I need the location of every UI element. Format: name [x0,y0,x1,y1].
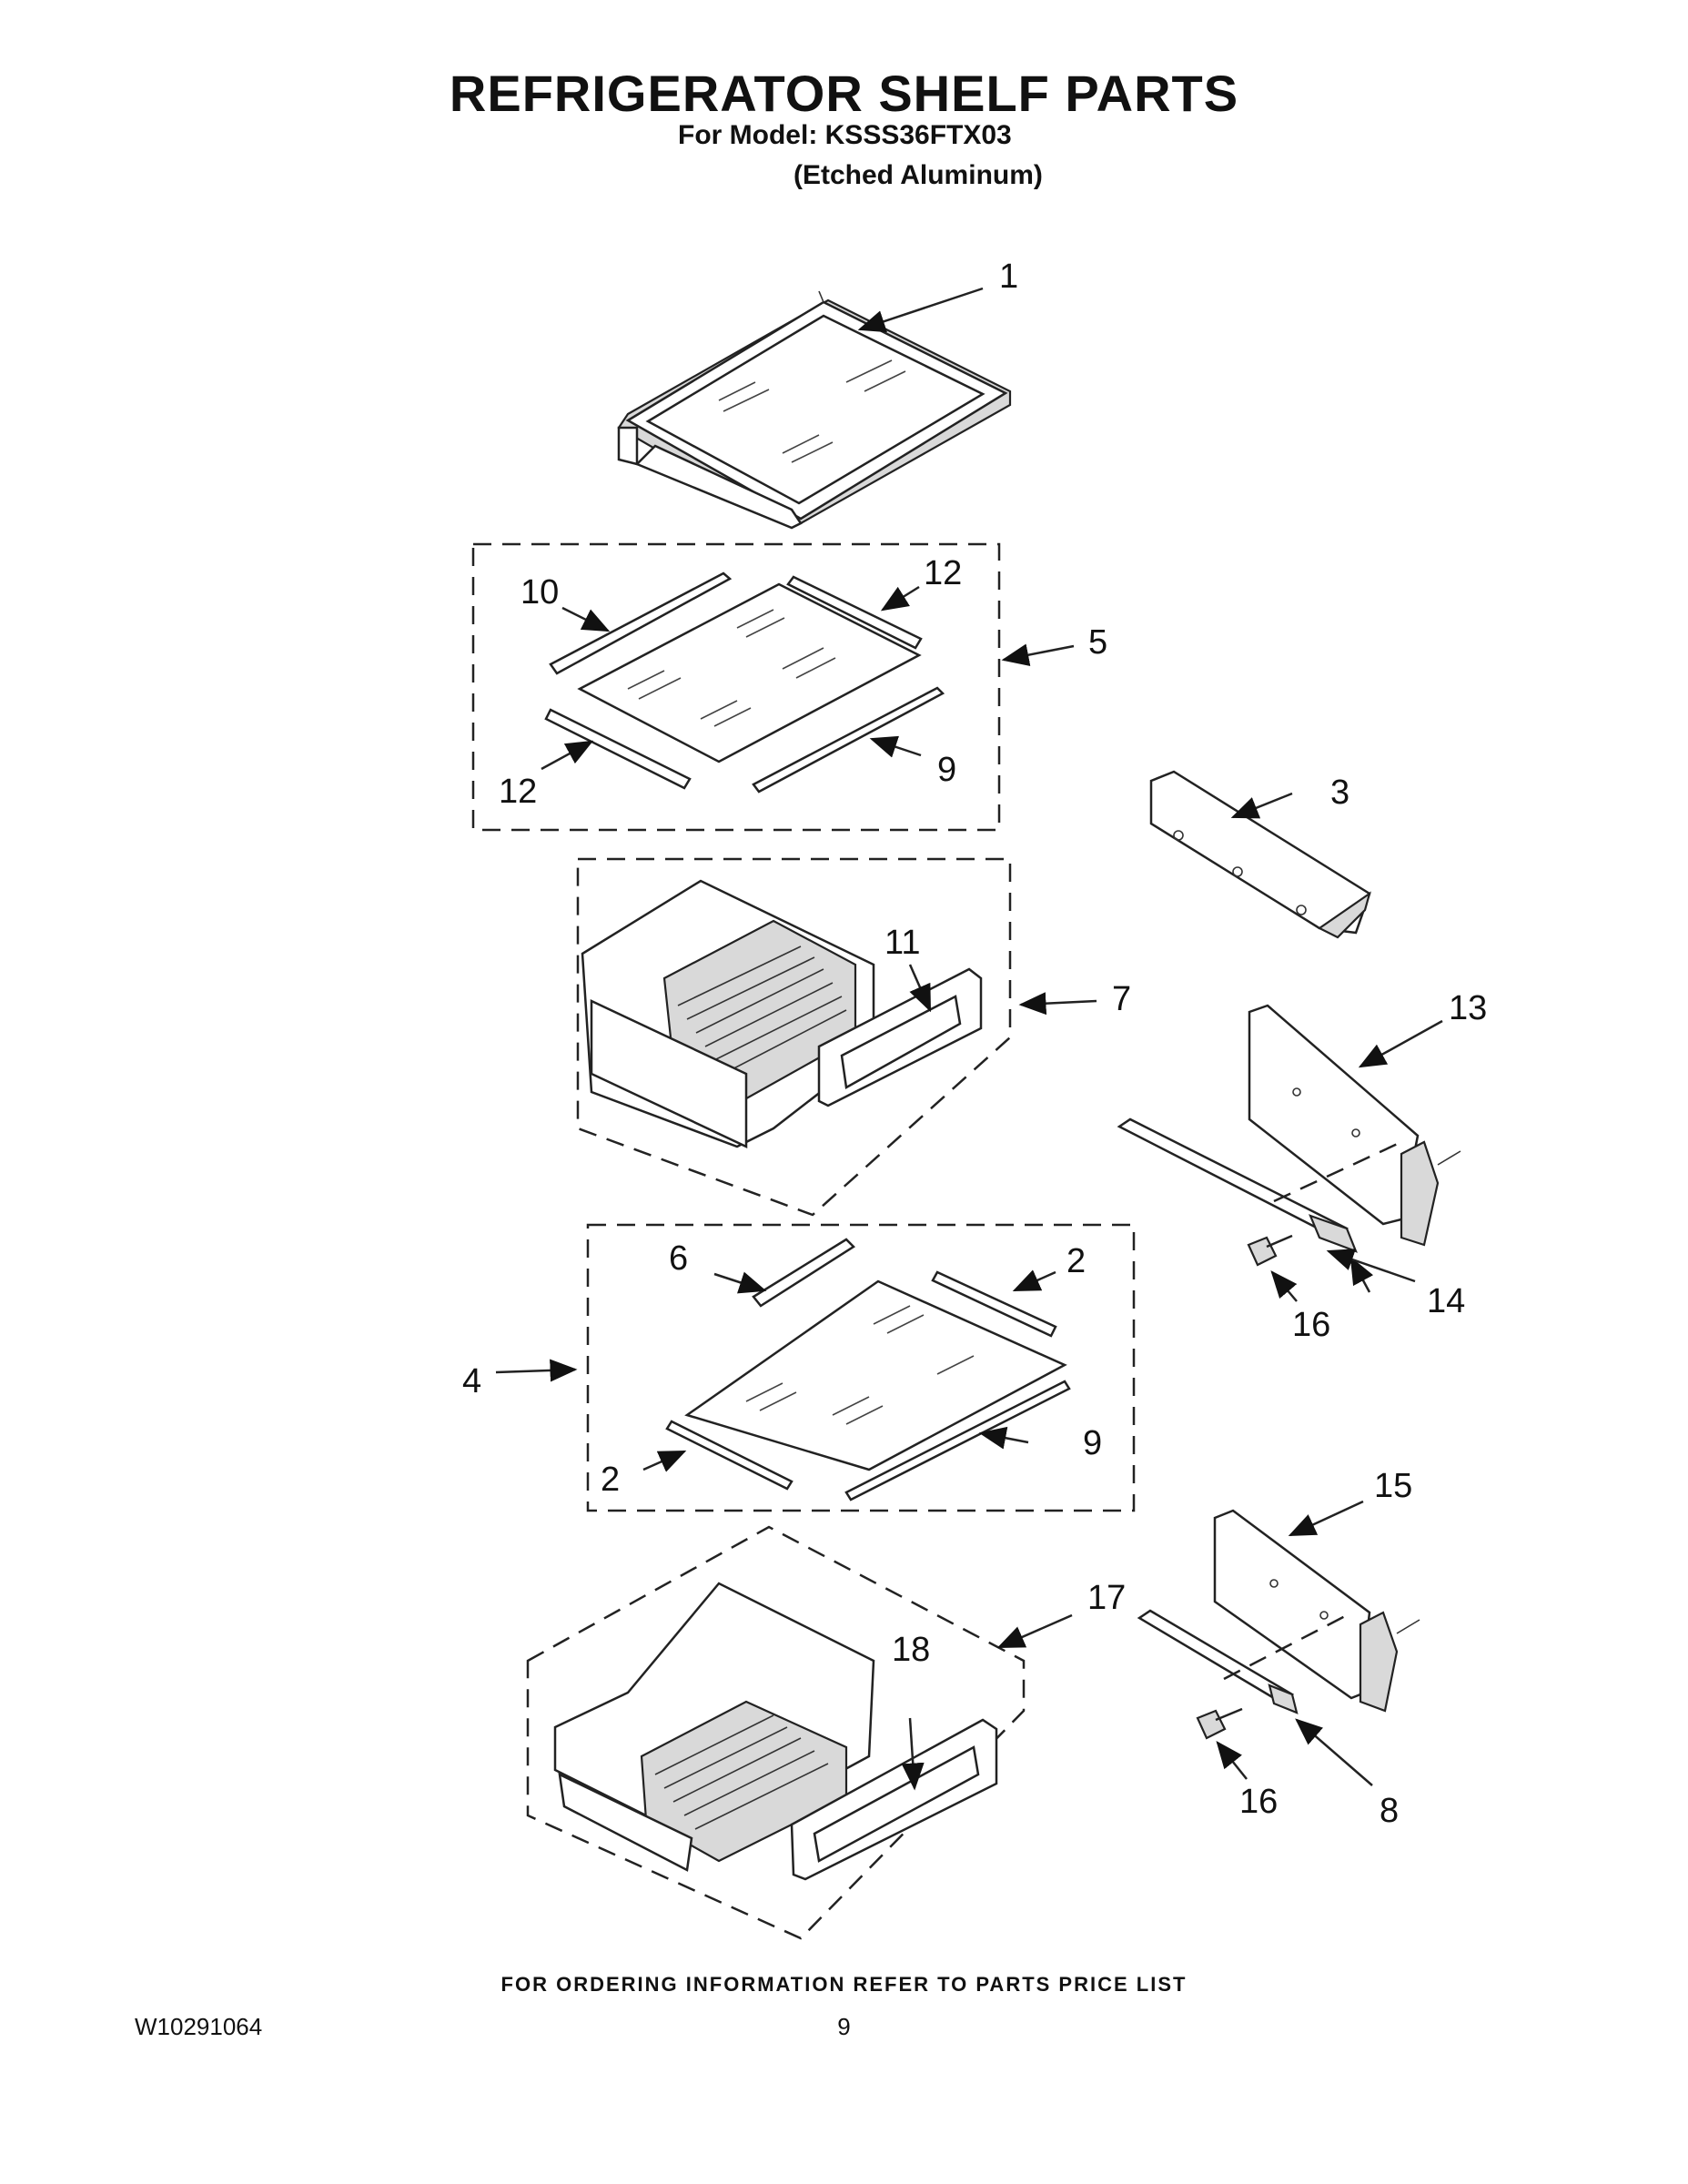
callout-16-bottom: 16 [1239,1783,1278,1821]
trim-cover-3 [1149,770,1371,939]
ordering-note: FOR ORDERING INFORMATION REFER TO PARTS … [500,1973,1188,1996]
callout-2-top: 2 [1066,1242,1086,1280]
rail-14 [1117,1117,1402,1253]
callout-16-top: 16 [1292,1306,1330,1344]
shelf-glass-kit-4 [665,1238,1071,1502]
rail-8 [1137,1609,1348,1714]
callout-9-bottom: 9 [1083,1424,1102,1462]
page-title: REFRIGERATOR SHELF PARTS [449,65,1239,122]
callout-2-bottom: 2 [601,1461,620,1499]
callout-12-bottom: 12 [499,773,537,811]
document-number: W10291064 [135,2013,263,2040]
callout-18: 18 [892,1631,930,1669]
page-number: 9 [837,2013,851,2040]
kit-boundary-5 [471,542,1001,832]
callout-10: 10 [521,573,559,612]
callout-6: 6 [669,1239,688,1278]
callout-11: 11 [884,924,920,962]
callout-17: 17 [1087,1579,1126,1617]
callout-15: 15 [1374,1467,1412,1505]
callout-12-top: 12 [924,554,962,592]
callout-7: 7 [1112,980,1131,1018]
callout-13: 13 [1449,989,1487,1027]
callout-4: 4 [462,1362,481,1400]
screw-16a [1247,1234,1293,1267]
crisper-drawer-17 [553,1582,998,1881]
finish-line: (Etched Aluminum) [793,160,1043,190]
callout-labels: 1 10 12 5 12 9 3 11 7 13 6 2 4 16 14 2 9… [462,258,1487,1830]
screw-16b [1196,1707,1243,1740]
leader-arrows [495,287,1443,1791]
shelf-assembly-1 [617,290,1012,530]
callout-3: 3 [1330,774,1349,812]
callout-9-top: 9 [937,751,956,789]
kit-boundary-7 [576,857,1012,1217]
model-line: For Model: KSSS36FTX03 [678,120,1012,150]
callout-1: 1 [999,258,1018,296]
kit-boundary-17 [526,1525,1026,1940]
shelf-glass-kit-5 [544,571,945,794]
kit-boundary-4 [586,1223,1136,1512]
bracket-13 [1248,1004,1461,1247]
callout-14: 14 [1427,1282,1465,1320]
crisper-drawer-7 [581,879,983,1148]
callout-8: 8 [1380,1792,1399,1830]
callout-5: 5 [1088,623,1107,662]
bracket-15 [1213,1509,1420,1713]
